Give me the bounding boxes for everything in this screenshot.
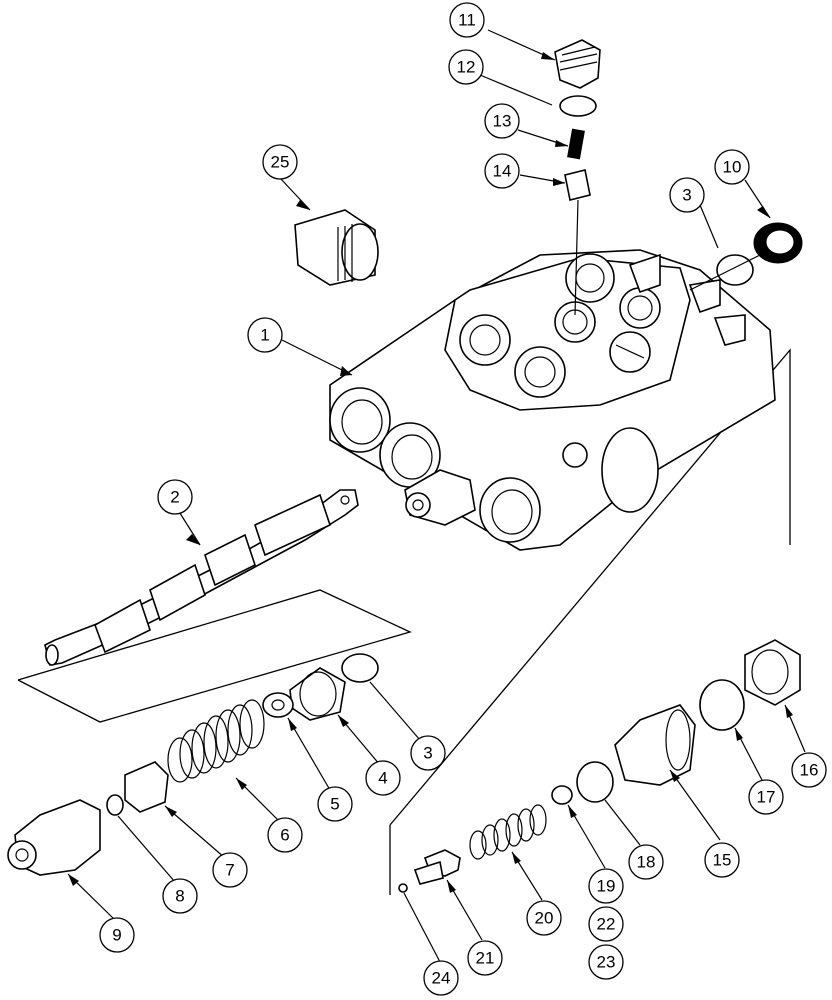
callout-label: 2 xyxy=(170,488,179,507)
callout-1: 1 xyxy=(247,317,283,353)
callout-label: 5 xyxy=(330,795,339,814)
valve-body xyxy=(329,249,776,551)
callout-4: 4 xyxy=(365,760,401,796)
relief-kit-frame-right xyxy=(389,348,791,826)
spring-6 xyxy=(167,699,265,783)
leader-lines xyxy=(67,29,806,963)
callout-label: 19 xyxy=(597,877,616,896)
callout-5: 5 xyxy=(317,786,353,822)
callout-label: 9 xyxy=(112,926,121,945)
spool-end-parts xyxy=(7,653,379,876)
callout-label: 13 xyxy=(493,112,512,131)
right-seals xyxy=(689,222,803,291)
callout-9: 9 xyxy=(99,917,135,953)
callout-25: 25 xyxy=(262,144,298,180)
callout-label: 4 xyxy=(378,769,387,788)
spring-20 xyxy=(469,804,547,860)
callout-label: 25 xyxy=(271,153,290,172)
spool xyxy=(44,489,359,666)
callout-16: 16 xyxy=(791,752,827,788)
callout-3-top: 3 xyxy=(669,177,705,213)
callout-15: 15 xyxy=(704,842,740,878)
top-plug-assembly xyxy=(554,39,601,316)
spool-kit-frame xyxy=(17,589,412,723)
callout-2: 2 xyxy=(157,479,193,515)
callout-label: 20 xyxy=(535,909,554,928)
callout-label: 23 xyxy=(597,953,616,972)
callout-22: 22 xyxy=(588,906,624,942)
callout-label: 17 xyxy=(757,788,776,807)
callout-label: 11 xyxy=(458,11,476,30)
plug xyxy=(294,209,379,286)
callout-11: 11 xyxy=(449,2,485,38)
callout-7: 7 xyxy=(212,852,248,888)
callout-label: 16 xyxy=(800,761,819,780)
callout-label: 6 xyxy=(280,826,289,845)
callout-17: 17 xyxy=(748,779,784,815)
callout-label: 15 xyxy=(713,851,732,870)
callout-label: 21 xyxy=(476,949,495,968)
callout-24: 24 xyxy=(423,960,459,996)
callout-label: 7 xyxy=(225,861,234,880)
callout-3-bottom: 3 xyxy=(410,735,446,771)
callout-8: 8 xyxy=(162,878,198,914)
relief-valve-parts xyxy=(398,639,801,893)
callout-label: 24 xyxy=(432,969,451,988)
callout-label: 22 xyxy=(597,915,616,934)
callout-10: 10 xyxy=(714,149,750,185)
callout-label: 12 xyxy=(457,58,476,77)
callout-12: 12 xyxy=(448,49,484,85)
callout-label: 8 xyxy=(175,887,184,906)
callout-label: 1 xyxy=(260,326,269,345)
callout-14: 14 xyxy=(484,153,520,189)
callout-label: 14 xyxy=(493,162,512,181)
callout-6: 6 xyxy=(267,817,303,853)
callout-19: 19 xyxy=(588,868,624,904)
callout-13: 13 xyxy=(484,103,520,139)
callout-21: 21 xyxy=(467,940,503,976)
callout-18: 18 xyxy=(628,844,664,880)
callout-23: 23 xyxy=(588,944,624,980)
callout-label: 18 xyxy=(637,853,656,872)
callout-label: 3 xyxy=(682,186,691,205)
callout-20: 20 xyxy=(526,900,562,936)
callout-label: 10 xyxy=(723,158,742,177)
callout-label: 3 xyxy=(423,744,432,763)
